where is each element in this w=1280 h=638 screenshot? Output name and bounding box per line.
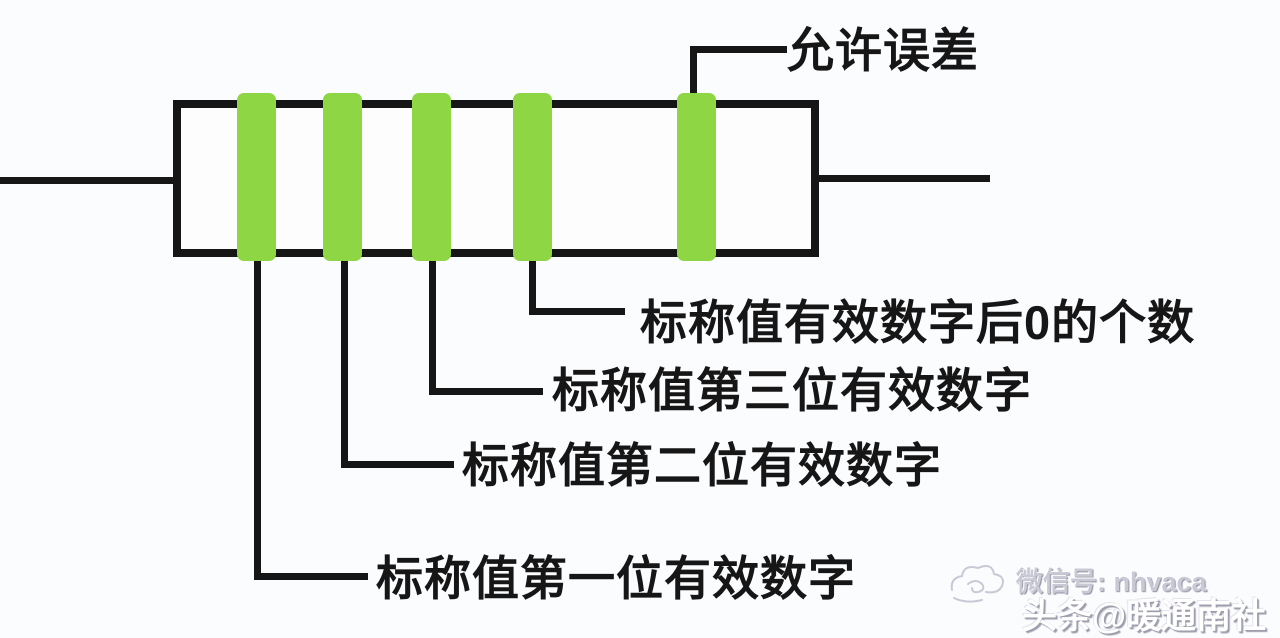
pointer-band2-vertical [341, 255, 348, 468]
color-band-3 [412, 93, 451, 261]
pointer-band3-vertical [429, 255, 436, 395]
watermark-toutiao-account: 头条@暖通南社 [1022, 597, 1267, 636]
label-zeros-count: 标称值有效数字后0的个数 [640, 296, 1196, 349]
label-first-significant-digit: 标称值第一位有效数字 [376, 552, 856, 605]
label-second-significant-digit: 标称值第二位有效数字 [462, 439, 942, 492]
pointer-band1-vertical [254, 255, 261, 580]
watermark: 微信号: nhvaca 头条@暖通南社 [940, 548, 1280, 638]
color-band-4 [513, 93, 552, 261]
color-band-2 [323, 93, 362, 261]
pointer-band4-horizontal [529, 308, 625, 315]
resistor-lead-right [814, 175, 990, 182]
color-band-5 [677, 93, 716, 261]
pointer-tolerance-vertical [690, 46, 697, 102]
color-band-1 [237, 93, 276, 261]
watermark-doodle-icon [950, 565, 1004, 603]
pointer-band1-horizontal [254, 573, 368, 580]
pointer-band2-horizontal [341, 461, 454, 468]
label-tolerance: 允许误差 [787, 24, 979, 77]
pointer-tolerance-horizontal [690, 46, 787, 53]
watermark-wechat-id: 微信号: nhvaca [1016, 567, 1207, 597]
label-third-significant-digit: 标称值第三位有效数字 [552, 364, 1032, 417]
pointer-band4-vertical [529, 255, 536, 315]
pointer-band3-horizontal [429, 388, 543, 395]
resistor-lead-left [0, 177, 177, 184]
